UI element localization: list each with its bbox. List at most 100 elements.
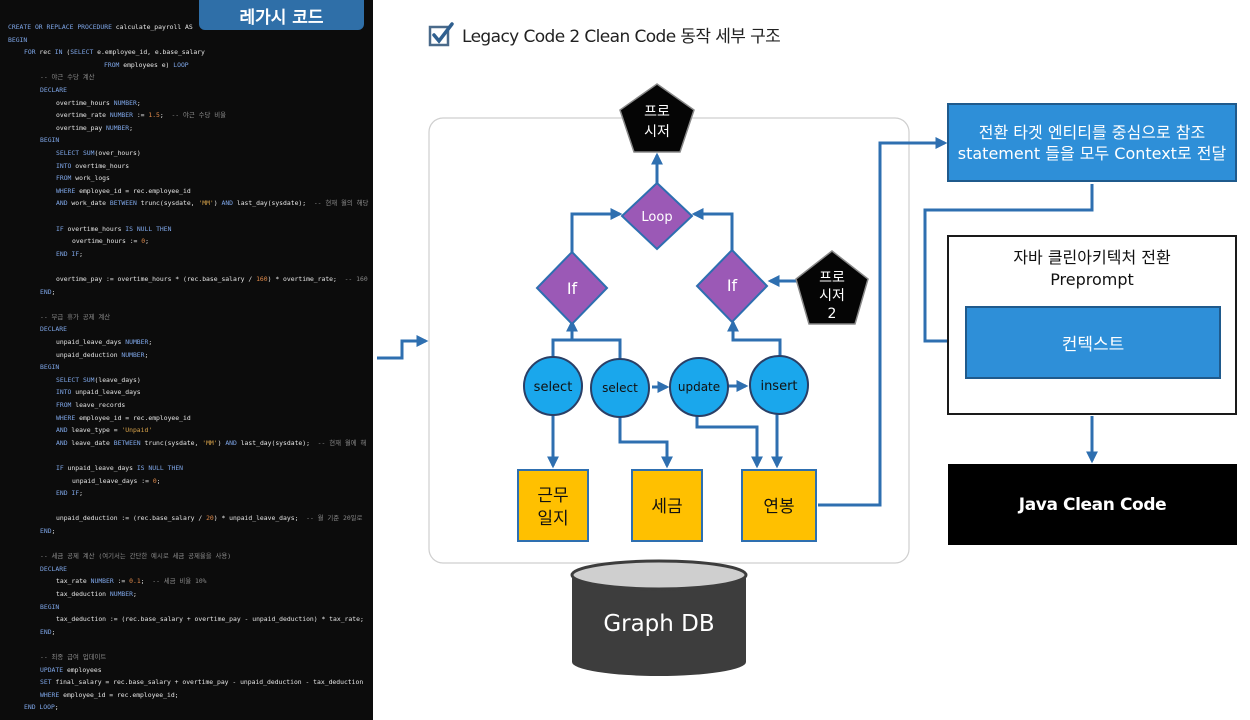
code-line: FROM leave_records [56, 401, 126, 409]
arrow-context-to-prompt [923, 184, 1094, 347]
code-line: INTO unpaid_leave_days [56, 388, 141, 397]
code-line: tax_rate NUMBER := 0.1; -- 세금 비율 10% [56, 577, 207, 586]
code-line: tax_deduction NUMBER; [56, 590, 137, 598]
graph-db-label: Graph DB [603, 611, 714, 637]
code-line: SELECT SUM(leave_days) [56, 375, 141, 384]
diagram-title-text: Legacy Code 2 Clean Code 동작 세부 구조 [462, 26, 781, 47]
context-box: 컨텍스트 [965, 306, 1221, 379]
preprompt-box: 자바 클린아키텍처 전환 Preprompt 컨텍스트 [947, 235, 1237, 415]
arrow-select2-to-tax [618, 416, 673, 469]
arrow-insert-to-ifright [727, 319, 782, 358]
code-line: WHERE employee_id = rec.employee_id; [40, 690, 179, 699]
table-worklog-node: 근무 일지 [517, 469, 589, 542]
arrow-ifright-to-loop [691, 208, 734, 255]
update-node: update [669, 357, 729, 417]
context-entity-text: 전환 타겟 엔티티를 중심으로 참조 statement 들을 모두 Conte… [957, 122, 1227, 163]
java-clean-code-box: Java Clean Code [948, 464, 1237, 545]
code-line: AND leave_date BETWEEN trunc(sysdate, 'M… [56, 438, 367, 447]
table-worklog-label-2: 일지 [537, 509, 568, 529]
procedure2-label-1: 프로 [819, 270, 845, 286]
if-left-node: If [535, 250, 609, 326]
diagram-title: Legacy Code 2 Clean Code 동작 세부 구조 [428, 20, 781, 48]
code-line: tax_deduction := (rec.base_salary + over… [56, 615, 364, 624]
code-line: SELECT SUM(over_hours) [56, 149, 141, 157]
code-line: END; [40, 527, 56, 535]
context-label: 컨텍스트 [1061, 335, 1125, 355]
update-label: update [678, 380, 720, 394]
table-salary-label: 연봉 [763, 497, 794, 517]
legacy-code-title: 레가시 코드 [199, 0, 364, 30]
insert-node: insert [749, 355, 809, 415]
code-line: BEGIN [40, 602, 60, 611]
if-left-label: If [567, 279, 578, 298]
preprompt-title-line2: Preprompt [1050, 270, 1134, 289]
table-worklog-label-1: 근무 [537, 486, 568, 506]
code-line: WHERE employee_id = rec.employee_id [56, 413, 191, 422]
code-line: -- 최종 급여 업데이트 [40, 653, 107, 661]
code-line: END IF; [56, 489, 83, 498]
graph-db-icon: Graph DB [570, 559, 748, 676]
loop-label: Loop [641, 210, 672, 225]
arrow-update-to-salary [695, 416, 763, 469]
select2-node: select [590, 358, 650, 418]
code-line: overtime_hours NUMBER; [56, 98, 141, 107]
loop-node: Loop [620, 181, 694, 251]
table-salary-node: 연봉 [741, 469, 817, 542]
code-line: BEGIN [40, 136, 60, 145]
arrow-ifleft-to-loop [570, 208, 623, 255]
code-line: SET final_salary = rec.base_salary + ove… [40, 678, 364, 687]
procedure2-node: 프로 시저 2 [795, 250, 869, 325]
code-line: unpaid_leave_days := 0; [72, 476, 161, 485]
procedure2-label-3: 2 [828, 306, 837, 322]
context-entity-box: 전환 타겟 엔티티를 중심으로 참조 statement 들을 모두 Conte… [947, 103, 1237, 182]
select1-node: select [523, 356, 583, 416]
code-line: overtime_pay NUMBER; [56, 123, 133, 132]
code-line: IF unpaid_leave_days IS NULL THEN [56, 464, 184, 472]
arrow-select2-to-ifleft [572, 338, 622, 360]
code-line: CREATE OR REPLACE PROCEDURE calculate_pa… [8, 23, 193, 31]
code-line: INTO overtime_hours [56, 161, 130, 170]
code-line: END; [40, 287, 56, 296]
select1-label: select [534, 380, 573, 395]
code-line: FOR rec IN (SELECT e.employee_id, e.base… [24, 48, 205, 57]
code-line: overtime_pay := overtime_hours * (rec.ba… [56, 275, 368, 283]
procedure-label-1: 프로 [644, 104, 670, 120]
code-line: unpaid_leave_days NUMBER; [56, 338, 153, 346]
code-line: BEGIN [8, 35, 28, 44]
procedure-node: 프로 시저 [619, 83, 695, 153]
table-tax-node: 세금 [631, 469, 703, 542]
preprompt-title: 자바 클린아키텍처 전환 Preprompt [949, 247, 1235, 291]
code-line: WHERE employee_id = rec.employee_id [56, 186, 191, 195]
code-line: DECLARE [40, 325, 67, 334]
code-line: END; [40, 627, 56, 636]
code-line: FROM work_logs [56, 174, 110, 183]
if-right-label: If [727, 276, 738, 295]
insert-label: insert [760, 379, 797, 394]
select2-label: select [602, 381, 638, 395]
code-line: -- 야근 수당 계산 [40, 73, 95, 82]
code-line: DECLARE [40, 86, 67, 94]
if-right-node: If [695, 248, 769, 324]
table-tax-label: 세금 [651, 497, 682, 517]
preprompt-title-line1: 자바 클린아키텍처 전환 [1013, 248, 1171, 267]
code-line: overtime_hours := 0; [72, 237, 149, 246]
code-line: UPDATE employees [40, 665, 102, 674]
checkbox-checked-icon [428, 22, 454, 47]
java-clean-code-label: Java Clean Code [1018, 494, 1167, 515]
arrow-code-to-graph [377, 335, 429, 360]
code-line: END LOOP; [24, 703, 59, 712]
connectors [377, 137, 1098, 507]
code-line: -- 무급 휴가 공제 계산 [40, 312, 111, 321]
code-line: BEGIN [40, 363, 60, 372]
code-line: FROM employees e) LOOP [104, 60, 189, 69]
procedure2-label-2: 시저 [819, 288, 845, 304]
code-line: END IF; [56, 249, 83, 258]
code-line: overtime_rate NUMBER := 1.5; -- 야근 수당 비율 [56, 111, 226, 120]
code-line: AND work_date BETWEEN trunc(sysdate, 'MM… [56, 199, 369, 208]
procedure-label-2: 시저 [644, 124, 670, 140]
code-line: -- 세금 공제 계산 (여기서는 간단한 예시로 세금 공제율을 사용) [40, 552, 232, 561]
code-line: unpaid_deduction := (rec.base_salary / 2… [56, 514, 363, 523]
code-line: DECLARE [40, 564, 67, 573]
code-line: unpaid_deduction NUMBER; [56, 350, 149, 359]
